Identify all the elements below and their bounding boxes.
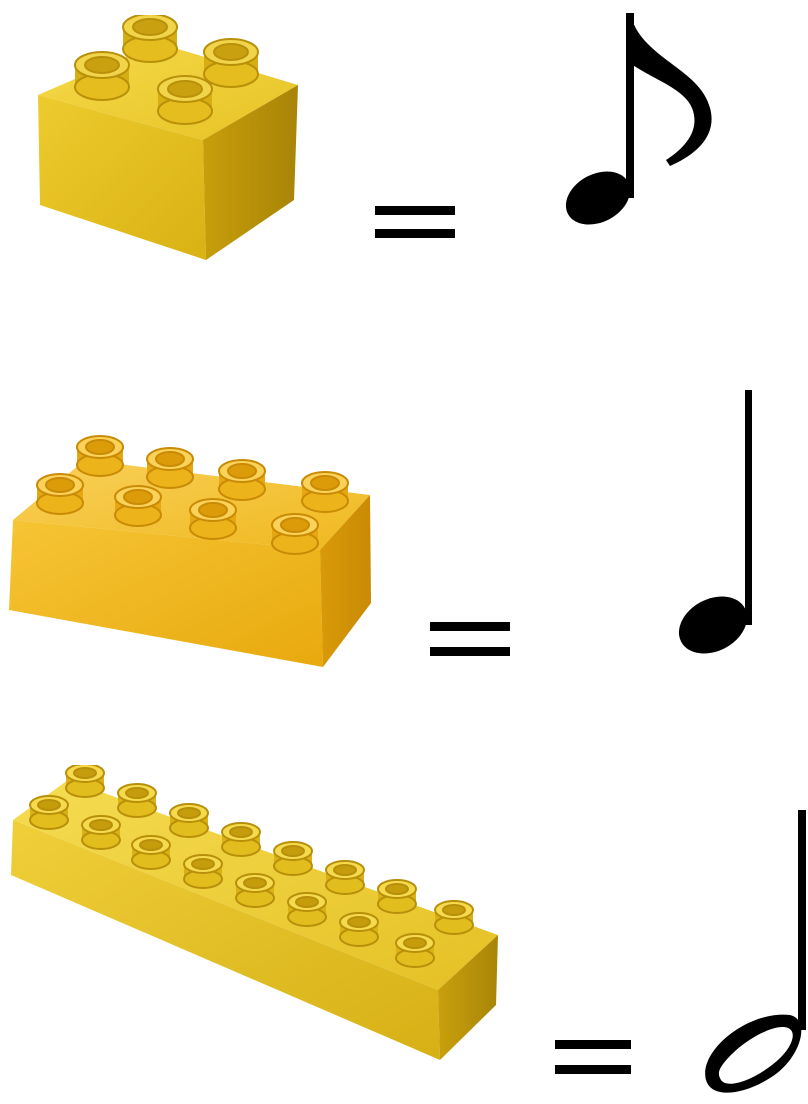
row-quarter-note bbox=[0, 380, 808, 700]
equals-sign bbox=[555, 1040, 631, 1074]
equals-sign bbox=[375, 206, 455, 238]
row-half-note bbox=[0, 760, 808, 1104]
brick-2x4-icon bbox=[5, 435, 385, 675]
equals-sign bbox=[430, 622, 510, 656]
half-note-icon bbox=[700, 810, 808, 1104]
row-eighth-note bbox=[0, 0, 808, 300]
brick-2x8-icon bbox=[8, 765, 508, 1065]
quarter-note-icon bbox=[670, 388, 780, 668]
eighth-note-icon bbox=[560, 8, 720, 238]
brick-2x2-icon bbox=[28, 15, 308, 265]
